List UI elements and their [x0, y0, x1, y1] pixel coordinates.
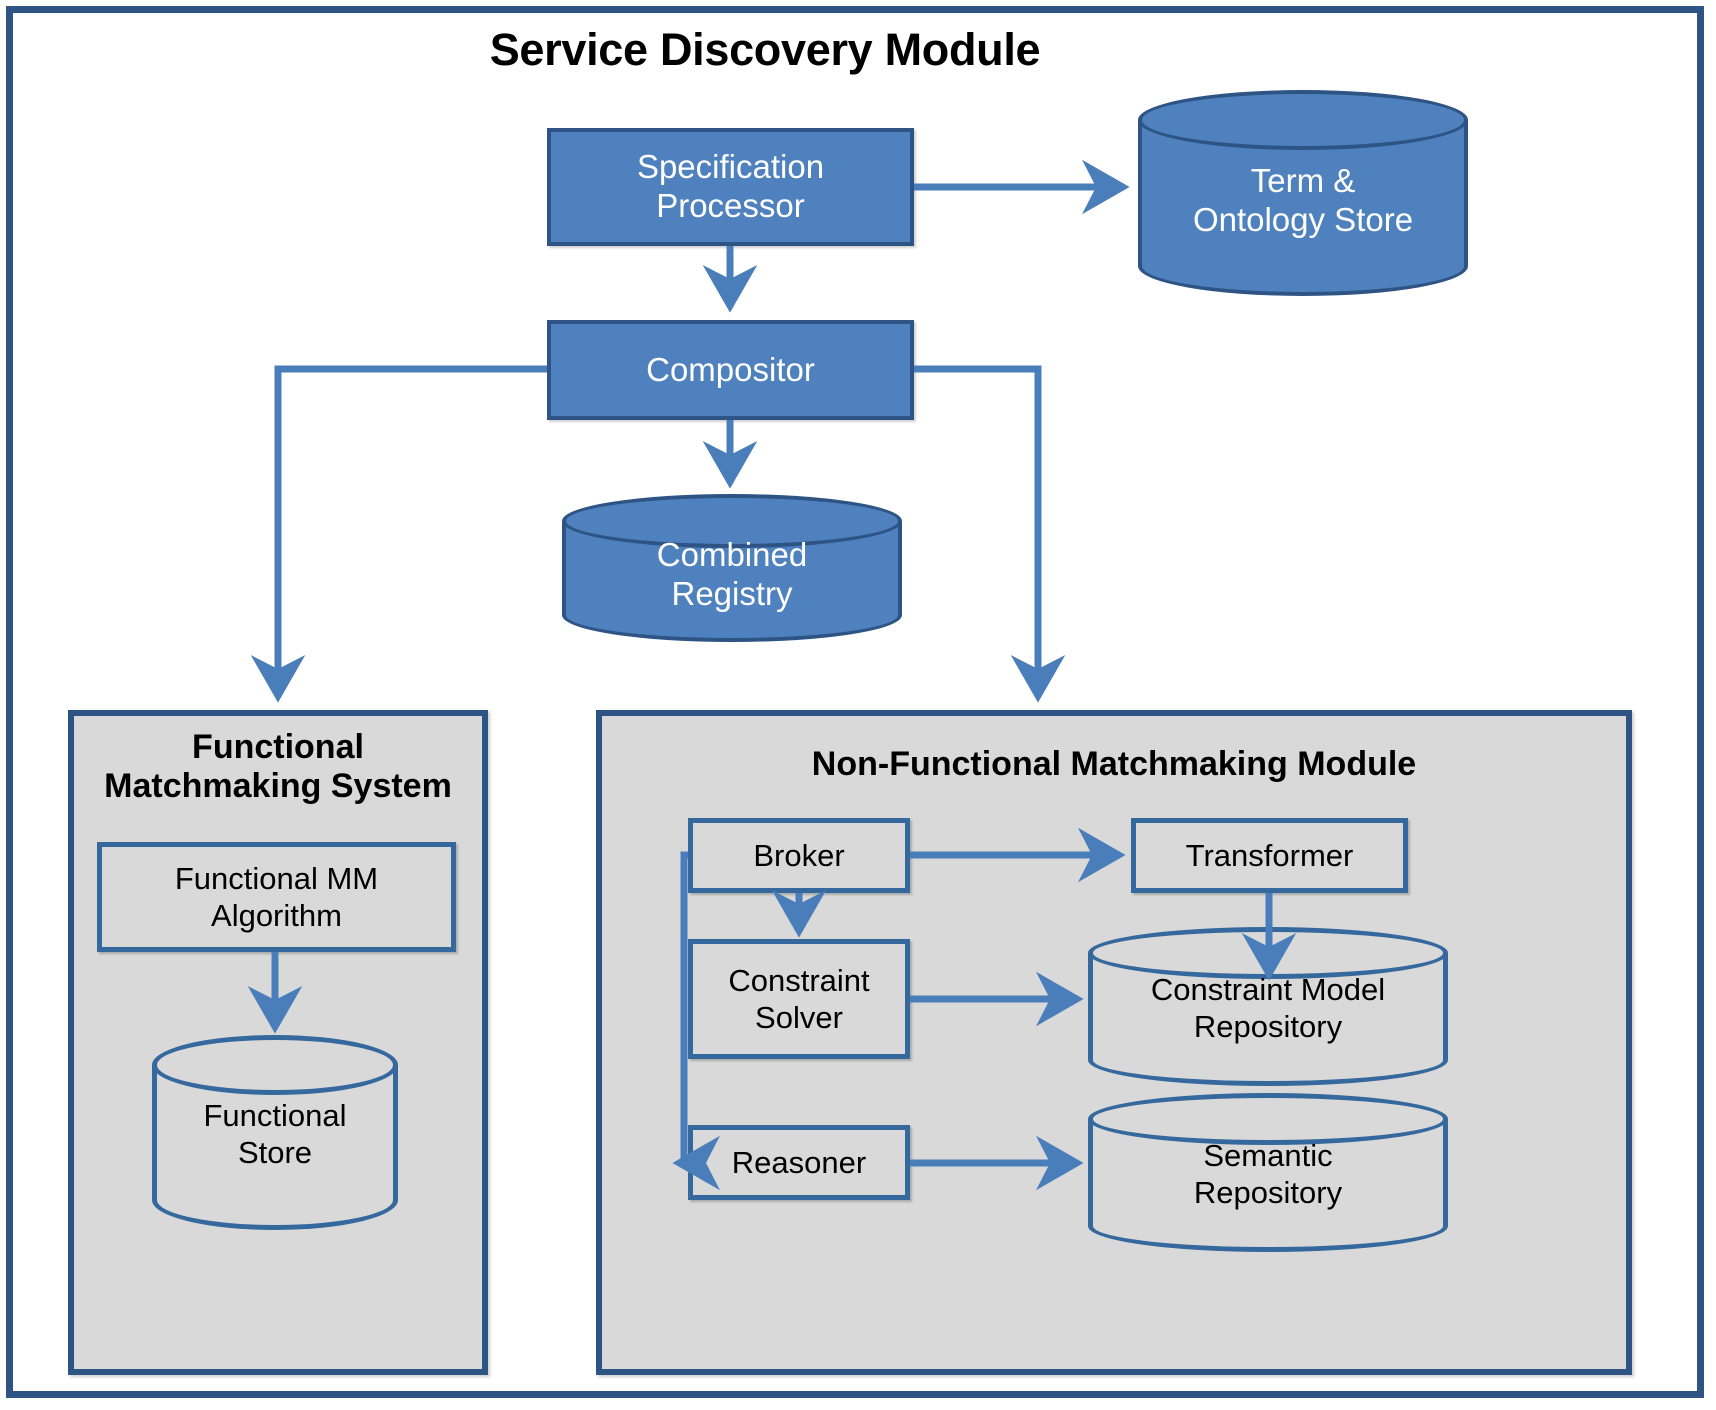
node-transformer[interactable]: Transformer: [1131, 818, 1408, 893]
node-label: Functional MM Algorithm: [175, 860, 378, 934]
node-label-line2: Algorithm: [211, 898, 342, 933]
node-label: Constraint Solver: [728, 962, 869, 1036]
node-label: Term & Ontology Store: [1138, 162, 1468, 240]
node-label-line2: Repository: [1193, 1175, 1343, 1211]
node-constraint-solver[interactable]: Constraint Solver: [688, 939, 910, 1059]
node-label: Functional Store: [152, 1097, 398, 1171]
cylinder-top-cap: [562, 494, 902, 548]
node-label-line1: Semantic: [1203, 1138, 1333, 1173]
node-constraint-model-repository[interactable]: Constraint Model Repository: [1088, 927, 1448, 1086]
node-combined-registry[interactable]: Combined Registry: [562, 494, 902, 642]
diagram-outer-frame: [6, 6, 1704, 1398]
node-semantic-repository[interactable]: Semantic Repository: [1088, 1093, 1448, 1252]
node-label: Constraint Model Repository: [1088, 971, 1448, 1045]
node-compositor[interactable]: Compositor: [547, 320, 914, 420]
node-label: Compositor: [646, 350, 815, 388]
node-label: Reasoner: [731, 1144, 867, 1180]
node-label-line2: Processor: [656, 187, 805, 224]
node-label: Transformer: [1185, 837, 1354, 873]
node-label-line1: Specification: [636, 148, 825, 186]
node-label-line1: Functional: [203, 1098, 347, 1133]
panel-title-text: Non-Functional Matchmaking Module: [811, 745, 1417, 783]
node-label-line1: Constraint Model: [1150, 972, 1386, 1007]
panel-title-line1: Functional: [192, 728, 364, 766]
cylinder-top-cap: [1138, 90, 1468, 150]
panel-nonfunctional-title: Non-Functional Matchmaking Module: [596, 745, 1632, 784]
page-title: Service Discovery Module: [489, 24, 1041, 75]
node-functional-mm-algorithm[interactable]: Functional MM Algorithm: [97, 842, 456, 952]
node-label-line1: Constraint: [728, 962, 870, 998]
node-reasoner[interactable]: Reasoner: [688, 1125, 910, 1200]
cylinder-top-cap: [1088, 1093, 1448, 1145]
node-label: Semantic Repository: [1088, 1137, 1448, 1211]
cylinder-top-cap: [152, 1035, 398, 1095]
node-label-line2: Solver: [755, 1000, 843, 1035]
node-broker[interactable]: Broker: [688, 818, 910, 893]
node-label: Broker: [753, 837, 845, 873]
node-label-line1: Term &: [1250, 162, 1356, 199]
node-term-ontology-store[interactable]: Term & Ontology Store: [1138, 90, 1468, 296]
node-label-line1: Functional MM: [174, 860, 379, 896]
node-label-line2: Repository: [1193, 1009, 1343, 1045]
node-label: Specification Processor: [637, 148, 824, 226]
node-label-line2: Ontology Store: [1192, 200, 1414, 238]
panel-functional-title: Functional Matchmaking System: [68, 728, 488, 806]
node-label-line2: Registry: [671, 574, 793, 612]
node-specification-processor[interactable]: Specification Processor: [547, 128, 914, 246]
node-label: Combined Registry: [562, 536, 902, 614]
node-label-line2: Store: [237, 1135, 313, 1171]
node-functional-store[interactable]: Functional Store: [152, 1035, 398, 1230]
node-label-line1: Combined: [656, 536, 808, 573]
panel-title-line2: Matchmaking System: [104, 767, 452, 806]
